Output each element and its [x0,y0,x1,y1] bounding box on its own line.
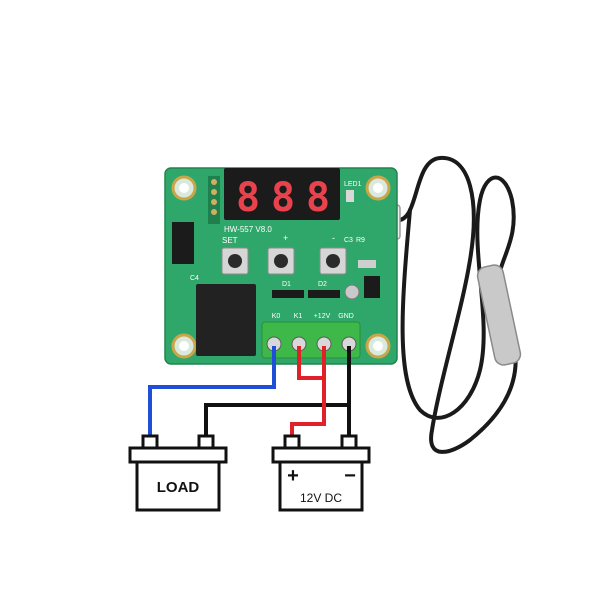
model-label: HW-557 V8.0 [224,225,272,234]
terminal-label-k1: K1 [294,313,303,320]
load-body [135,460,221,512]
supply-terminal-plus [283,434,301,450]
display-digit-2: 8 [271,175,295,221]
set-label: SET [222,236,238,245]
diode-2 [308,290,340,298]
display-digit-3: 8 [306,175,330,221]
plus-button[interactable] [267,247,295,275]
led [346,190,354,202]
terminal-label-12v: +12V [314,313,331,320]
diode1-label: D1 [282,281,291,288]
minus-button[interactable] [319,247,347,275]
microcontroller-chip [172,222,194,264]
seven-segment-display: 8 8 8 [224,168,340,221]
diode2-label: D2 [318,281,327,288]
supply-body [278,460,364,512]
terminal-label-k0: K0 [272,313,281,320]
load-top [128,446,228,464]
set-button[interactable] [221,247,249,275]
probe-tip [476,264,522,366]
thermostat-board: 8 8 8 LED1 HW-557 V8.0 SET + - C3 R9 [164,167,398,365]
red-wire-bridge [297,346,326,380]
probe-cable-loop [400,175,516,420]
supply-block: + − 12V DC [271,434,371,512]
minus-label: - [332,233,335,243]
red-wire-battery [290,378,326,436]
probe-cable [393,155,518,454]
black-wire-load [204,346,351,436]
c4-label: C4 [190,275,199,282]
wires [148,346,351,436]
mounting-holes [171,175,391,359]
capacitor [344,284,360,300]
relay [196,284,256,356]
supply-minus-sign: − [344,465,356,487]
terminal-block [261,321,361,359]
pin-header [208,176,220,224]
load-block: LOAD [128,434,228,512]
transistor [364,276,380,298]
supply-label: 12V DC [300,491,342,505]
cap-label-r9: R9 [356,237,365,244]
load-label: LOAD [157,479,200,496]
load-terminal-right [197,434,215,450]
supply-plus-sign: + [287,465,299,487]
led-label: LED1 [344,181,362,188]
supply-top [271,446,371,464]
display-digit-1: 8 [236,175,260,221]
load-terminal-left [141,434,159,450]
diode-1 [272,290,304,298]
supply-terminal-minus [340,434,358,450]
blue-wire [148,346,276,436]
cap-label-c3: C3 [344,237,353,244]
terminal-label-gnd: GND [338,313,354,320]
plus-label: + [283,233,288,243]
resistor [358,260,376,268]
